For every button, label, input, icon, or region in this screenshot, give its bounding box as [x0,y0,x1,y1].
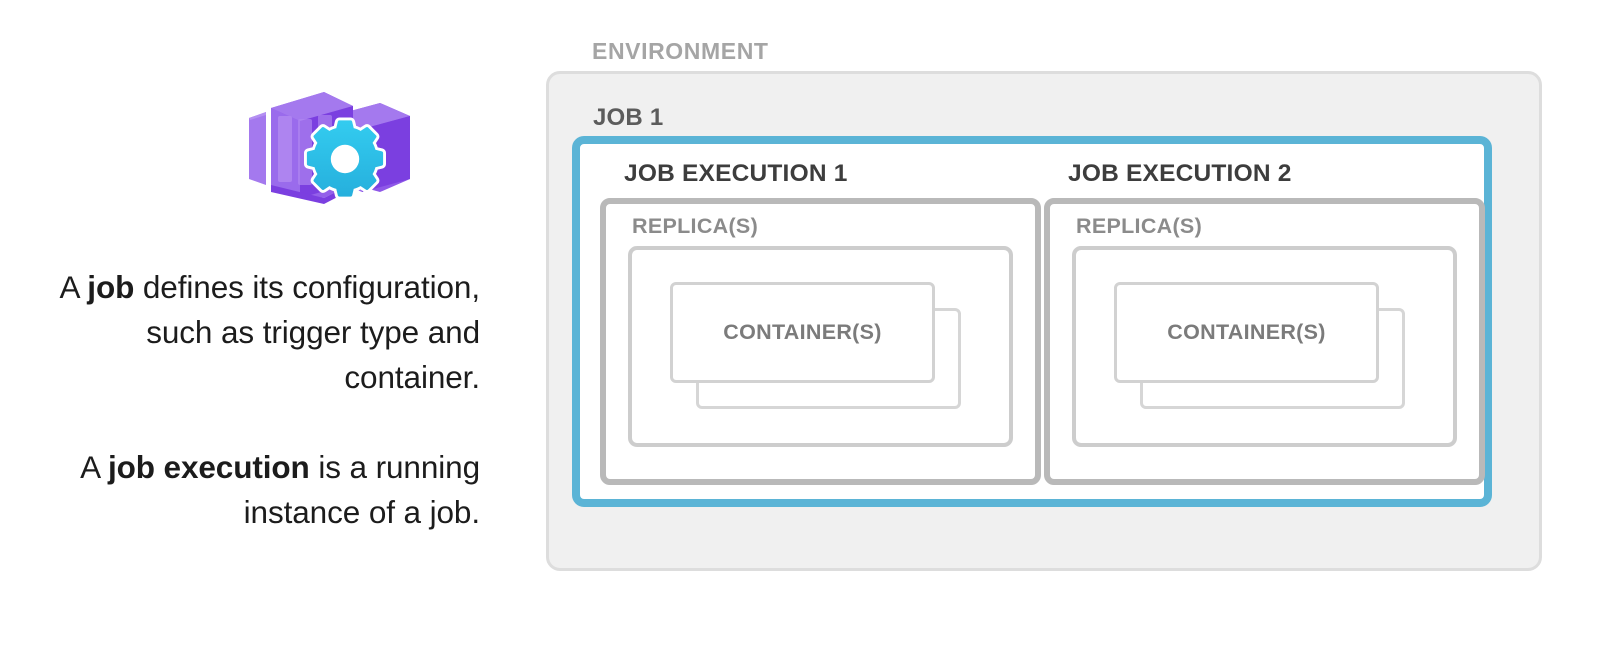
job-execution-2-label: JOB EXECUTION 2 [1068,160,1292,187]
container-stack-1: CONTAINER(S) [670,282,970,412]
environment-box: JOB 1 JOB EXECUTION 1 REPLICA(S) CONTA [546,71,1542,571]
container-apps-jobs-icon [240,86,412,204]
container-stack-2: CONTAINER(S) [1114,282,1414,412]
job-execution-2-box: REPLICA(S) CONTAINER(S) [1044,198,1485,485]
job-executions-frame: JOB EXECUTION 1 REPLICA(S) CONTAINER(S) [572,136,1492,507]
replicas-label-1: REPLICA(S) [632,214,759,238]
container-label-2: CONTAINER(S) [1167,320,1326,344]
replicas-box-2: CONTAINER(S) [1072,246,1457,447]
explanation-panel: A job defines its configuration, such as… [0,0,510,646]
job-1-group: JOB 1 JOB EXECUTION 1 REPLICA(S) CONTA [549,74,1539,568]
paragraph-2-bold: job execution [107,449,310,485]
job-execution-1: JOB EXECUTION 1 REPLICA(S) CONTAINER(S) [600,160,1041,485]
paragraph-1-before: A [59,269,88,305]
paragraph-2-after: is a running instance of a job. [243,449,480,530]
container-label-1: CONTAINER(S) [723,320,882,344]
container-box-front-2: CONTAINER(S) [1114,282,1379,383]
paragraph-2-before: A [80,449,108,485]
explanation-text: A job defines its configuration, such as… [30,265,480,535]
job-1-label: JOB 1 [593,104,664,131]
paragraph-job-execution: A job execution is a running instance of… [30,445,480,535]
job-execution-1-box: REPLICA(S) CONTAINER(S) [600,198,1041,485]
replicas-label-2: REPLICA(S) [1076,214,1203,238]
environment-label: ENVIRONMENT [592,38,769,64]
paragraph-1-bold: job [87,269,135,305]
environment-diagram: ENVIRONMENT JOB 1 JOB EXECUTION 1 REPLIC… [546,0,1546,646]
job-execution-2: JOB EXECUTION 2 REPLICA(S) CONTAINER(S) [1044,160,1485,485]
container-box-front-1: CONTAINER(S) [670,282,935,383]
paragraph-1-after: defines its configuration, such as trigg… [134,269,480,395]
paragraph-job-definition: A job defines its configuration, such as… [30,265,480,400]
replicas-box-1: CONTAINER(S) [628,246,1013,447]
job-execution-1-label: JOB EXECUTION 1 [624,160,848,187]
